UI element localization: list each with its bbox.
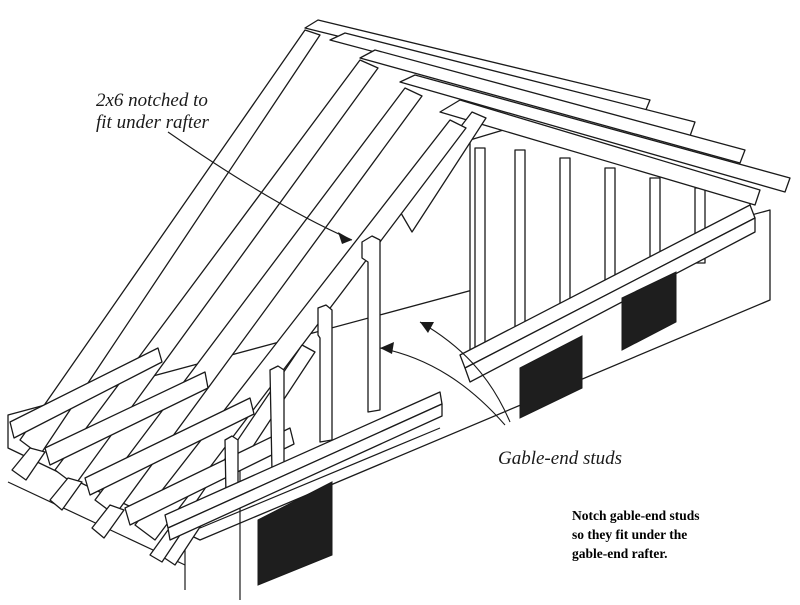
arrow-head-stud-2	[420, 322, 434, 333]
ridge-rafters	[304, 19, 791, 233]
gable-end-studs-label: Gable-end studs	[498, 448, 623, 469]
right-gable-studs	[474, 147, 706, 361]
left-slope-rafters	[19, 29, 467, 566]
notched-stud-label: 2x6 notched to fit under rafter	[96, 90, 209, 133]
callout-arrows	[167, 131, 511, 426]
arrow-head-notch	[338, 232, 352, 244]
figure-caption: Notch gable-end studs so they fit under …	[572, 508, 700, 561]
windows	[257, 271, 677, 586]
left-top-plate	[164, 391, 443, 541]
ceiling-joists	[9, 347, 295, 526]
arrow-head-stud-1	[380, 342, 394, 354]
right-gable-wall	[459, 127, 756, 383]
